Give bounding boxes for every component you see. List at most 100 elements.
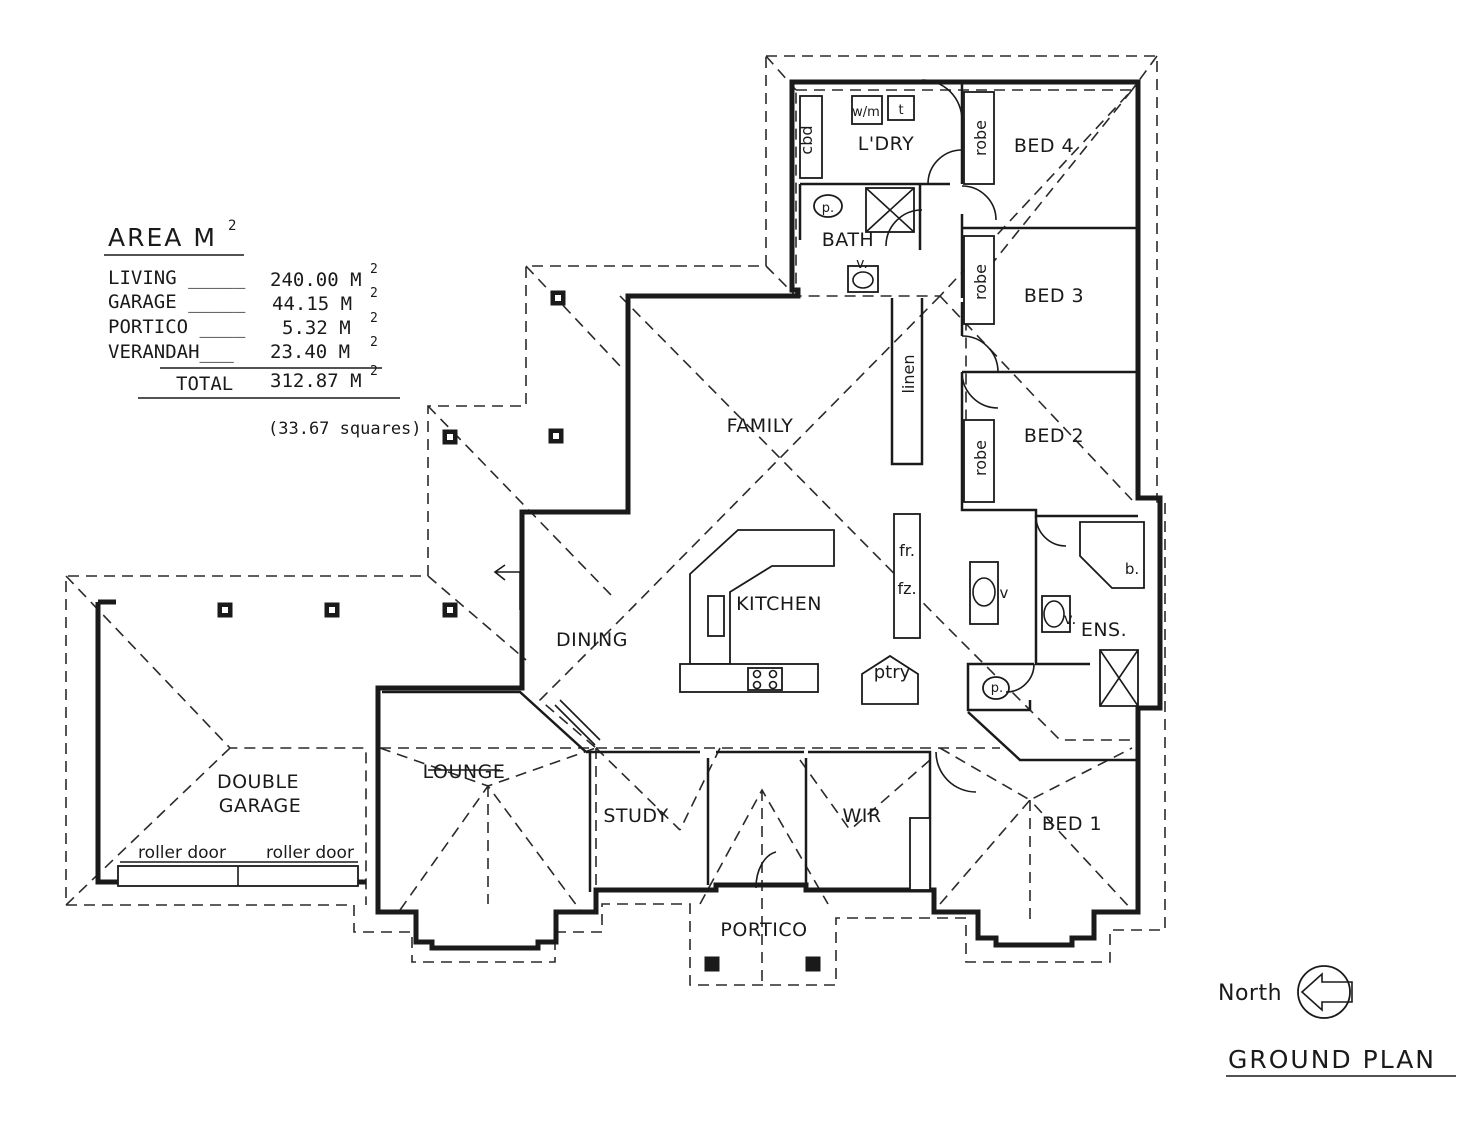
label-robe-bed3: robe	[971, 264, 990, 300]
label-kitchen: KITCHEN	[736, 593, 822, 615]
lounge-roof	[379, 747, 597, 911]
label-bed2: BED 2	[1024, 425, 1084, 447]
study-wir-roof	[595, 747, 931, 831]
robe-bed4	[963, 91, 995, 185]
label-study: STUDY	[603, 805, 668, 827]
label-pantry: ptry	[874, 662, 911, 683]
roof-outline	[65, 55, 1166, 986]
garage-walls	[95, 599, 366, 885]
label-cbd: cbd	[797, 125, 816, 154]
hall-walls	[960, 302, 1138, 518]
door-bed2[interactable]	[961, 371, 999, 409]
label-portico: PORTICO	[720, 919, 807, 941]
label-dining: DINING	[556, 629, 628, 651]
label-bed4: BED 4	[1014, 135, 1074, 157]
door-bed3[interactable]	[961, 335, 999, 373]
front-room-partitions	[588, 752, 808, 892]
area-sup-garage: 2	[370, 286, 378, 301]
label-laundry: L'DRY	[858, 133, 915, 155]
house-outline	[375, 79, 1163, 951]
door-laundry[interactable]	[921, 79, 963, 121]
area-value-living: 240.00 M	[270, 269, 362, 291]
label-lounge: LOUNGE	[423, 761, 506, 783]
area-value-portico: 5.32 M	[282, 317, 351, 339]
area-squares: (33.67 squares)	[268, 419, 422, 439]
label-wir: WIR	[842, 805, 881, 827]
label-bath-pan: p.	[822, 201, 834, 216]
label-ens-vanity: v.	[1064, 610, 1076, 628]
label-ens-pan: p.	[991, 681, 1003, 696]
bedroom-dividers	[962, 226, 1138, 374]
door-dining-verandah[interactable]	[493, 564, 521, 610]
area-value-garage: 44.15 M	[272, 293, 352, 315]
label-bath: BATH	[822, 229, 874, 251]
label-robe-bed4: robe	[971, 120, 990, 156]
fixtures	[117, 91, 1145, 891]
north-arrow-icon	[1297, 965, 1351, 1019]
door-bed4[interactable]	[961, 185, 997, 221]
label-bed1: BED 1	[1042, 813, 1102, 835]
hall-vanity	[969, 561, 999, 625]
verandah-hips	[427, 265, 621, 661]
area-sup-portico: 2	[370, 311, 378, 326]
label-trough: t	[898, 103, 903, 118]
area-sup-verandah: 2	[370, 335, 378, 350]
trough	[887, 95, 915, 121]
area-schedule: AREA M 2 LIVING _____ 240.00 M 2 GARAGE …	[104, 218, 422, 439]
post	[704, 956, 720, 972]
door-wc[interactable]	[1005, 663, 1035, 693]
washing-machine	[851, 95, 883, 125]
interior-walls	[382, 82, 1138, 892]
north-label: North	[1218, 981, 1282, 1006]
laundry-cupboard	[799, 95, 823, 179]
label-roller-door-2: roller door	[266, 843, 354, 863]
door-ensuite[interactable]	[1035, 515, 1067, 547]
laundry-bath-wall	[798, 182, 950, 250]
door-bed1[interactable]	[935, 751, 977, 793]
ensuite-walls	[966, 516, 1090, 712]
roof-perimeter	[65, 55, 1166, 986]
doors	[493, 79, 1067, 889]
robe-bed3	[963, 235, 995, 325]
area-sup-total: 2	[370, 364, 378, 379]
label-ensuite: ENS.	[1081, 619, 1127, 641]
north-arrow: North	[1218, 965, 1353, 1019]
label-freezer: fz.	[897, 579, 916, 598]
label-bath-vanity: v.	[856, 256, 868, 272]
label-family: FAMILY	[727, 415, 794, 437]
area-label-living: LIVING _____	[108, 267, 246, 289]
ensuite-toilet	[982, 676, 1010, 700]
label-bed3: BED 3	[1024, 285, 1084, 307]
family-roof-hip	[538, 295, 941, 749]
area-label-garage: GARAGE _____	[108, 291, 246, 313]
label-roller-door-1: roller door	[138, 843, 226, 863]
area-label-portico: PORTICO ____	[108, 316, 246, 338]
label-wm: w/m	[852, 105, 880, 120]
door-laundry-hall[interactable]	[927, 149, 963, 185]
ridge-line	[380, 747, 1000, 904]
area-label-verandah: VERANDAH___	[108, 341, 234, 363]
bath-toilet	[813, 194, 843, 218]
door-bath[interactable]	[885, 209, 923, 247]
lounge-wall	[382, 690, 587, 753]
plan-title: GROUND PLAN	[1226, 1045, 1456, 1077]
pantry	[861, 654, 919, 705]
kitchen-sink	[707, 595, 725, 637]
verandah-posts	[217, 290, 821, 972]
fridge-recess	[893, 513, 921, 639]
area-heading-sup: 2	[228, 218, 236, 234]
dining-step	[554, 699, 601, 746]
door-entry[interactable]	[755, 851, 777, 889]
plan-title-text: GROUND PLAN	[1228, 1045, 1436, 1074]
area-heading: AREA M	[108, 223, 217, 252]
robe-bed2	[963, 419, 995, 503]
area-sup-living: 2	[370, 262, 378, 277]
area-value-verandah: 23.40 M	[270, 341, 350, 363]
label-linen: linen	[899, 354, 918, 393]
cooktop	[747, 667, 783, 691]
room-labels: L'DRY cbd w/m t BATH p. v. BED 4 BED 3 B…	[120, 103, 1139, 941]
label-ens-bath: b.	[1125, 560, 1139, 578]
area-total-label: TOTAL	[176, 373, 233, 395]
bed1-roof	[939, 747, 1133, 920]
